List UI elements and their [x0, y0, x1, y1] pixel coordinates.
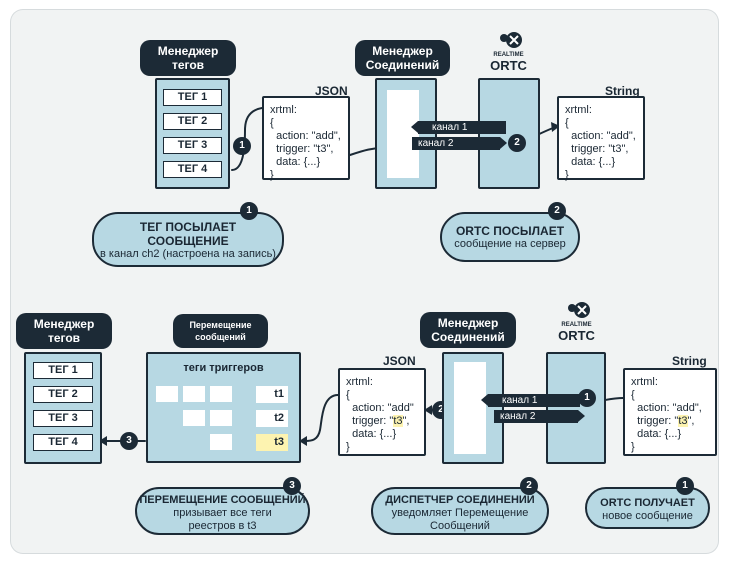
- bottom-bubble-3-badge: 3: [283, 477, 301, 495]
- bottom-conn-manager-inner: [454, 362, 486, 454]
- bottom-string-code: xrtml: { action: "add", trigger: "t3", d…: [623, 368, 717, 456]
- bottom-json-label: JSON: [383, 354, 416, 368]
- top-tag-4[interactable]: ТЕГ 4: [163, 161, 222, 178]
- ortc-badge-icon: [566, 300, 590, 320]
- top-tag-1[interactable]: ТЕГ 1: [163, 89, 222, 106]
- bottom-ortc-panel: [546, 352, 606, 464]
- bottom-tag-3[interactable]: ТЕГ 3: [33, 410, 93, 427]
- top-string-label: String: [605, 84, 640, 98]
- trigger-t2: t2: [256, 410, 288, 427]
- top-step-1-badge: 1: [233, 137, 251, 155]
- bottom-bubble-1: ORTC ПОЛУЧАЕТ новое сообщение: [585, 487, 710, 529]
- bottom-bubble-3: ПЕРЕМЕЩЕНИЕ СООБЩЕНИЙ призывает все теги…: [135, 487, 310, 535]
- top-tag-2[interactable]: ТЕГ 2: [163, 113, 222, 130]
- bottom-bubble-2: ДИСПЕТЧЕР СОЕДИНЕНИЙ уведомляет Перемеще…: [371, 487, 549, 535]
- top-string-code: xrtml: { action: "add", trigger: "t3", d…: [557, 96, 645, 181]
- bottom-tag-4[interactable]: ТЕГ 4: [33, 434, 93, 451]
- trigger-slot: [183, 386, 205, 402]
- top-json-code: xrtml: { action: "add", trigger: "t3", d…: [262, 96, 350, 181]
- bottom-channel-1[interactable]: канал 1: [481, 394, 580, 407]
- top-json-label: JSON: [315, 84, 348, 98]
- trigger-slot: [210, 386, 232, 402]
- bottom-step-3-badge: 3: [120, 432, 138, 450]
- bottom-bubble-2-badge: 2: [520, 477, 538, 495]
- bottom-string-label: String: [672, 354, 707, 368]
- top-channel-2[interactable]: канал 2: [412, 137, 507, 150]
- top-tag-3[interactable]: ТЕГ 3: [163, 137, 222, 154]
- bottom-ortc-logo: REALTIME ORTC: [554, 300, 599, 350]
- bottom-channel-2[interactable]: канал 2: [494, 410, 585, 423]
- ortc-badge-icon: [498, 30, 522, 50]
- bottom-bubble-1-badge: 1: [676, 477, 694, 495]
- bottom-tag-1[interactable]: ТЕГ 1: [33, 362, 93, 379]
- trigger-slot: [156, 386, 178, 402]
- top-bubble-1: ТЕГ ПОСЫЛАЕТ СООБЩЕНИЕ в канал ch2 (наст…: [92, 212, 284, 267]
- bottom-tag-2[interactable]: ТЕГ 2: [33, 386, 93, 403]
- trigger-t3: t3: [256, 434, 288, 451]
- bottom-json-code: xrtml: { action: "add" trigger: "t3", da…: [338, 368, 426, 456]
- trigger-slot: [210, 434, 232, 450]
- top-bubble-1-badge: 1: [240, 202, 258, 220]
- top-step-2-badge: 2: [508, 134, 526, 152]
- bottom-step-1-badge: 1: [578, 389, 596, 407]
- top-channel-1[interactable]: канал 1: [411, 121, 506, 134]
- trigger-slot: [210, 410, 232, 426]
- bottom-conn-manager-panel: [442, 352, 504, 464]
- top-bubble-2: ORTC ПОСЫЛАЕТ сообщение на сервер: [440, 212, 580, 262]
- top-bubble-2-badge: 2: [548, 202, 566, 220]
- top-ortc-logo: REALTIME ORTC: [486, 30, 531, 75]
- trigger-slot: [183, 410, 205, 426]
- trigger-t1: t1: [256, 386, 288, 403]
- top-conn-manager-inner: [387, 90, 419, 178]
- triggers-title: теги триггеров: [183, 362, 264, 374]
